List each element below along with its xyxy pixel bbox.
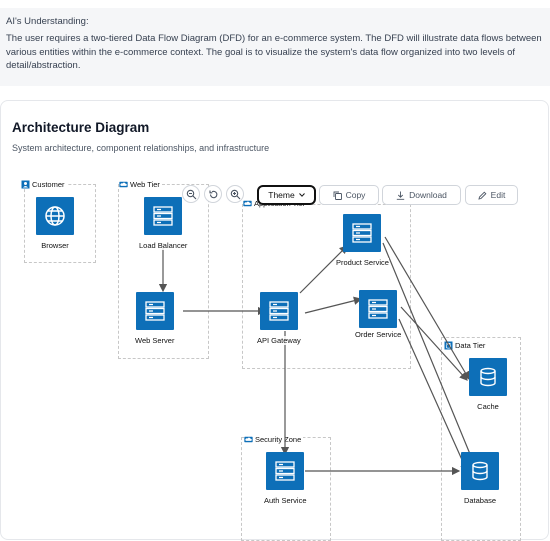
cloud-icon bbox=[119, 180, 128, 189]
server-icon bbox=[266, 452, 305, 490]
edge-order-to-cache bbox=[400, 306, 468, 381]
pencil-icon bbox=[478, 191, 487, 200]
download-icon bbox=[396, 191, 405, 200]
zone-label-security: Security Zone bbox=[244, 435, 304, 444]
edge-order-to-database bbox=[398, 318, 468, 473]
zone-label-customer: Customer bbox=[21, 180, 67, 189]
globe-icon bbox=[36, 197, 74, 235]
ai-understanding-panel: AI's Understanding: The user requires a … bbox=[0, 8, 550, 86]
copy-icon bbox=[333, 191, 342, 200]
node-web-server[interactable]: Web Server bbox=[135, 292, 175, 345]
node-product-service[interactable]: Product Service bbox=[336, 214, 389, 267]
server-icon bbox=[359, 290, 398, 328]
copy-button[interactable]: Copy bbox=[319, 185, 379, 205]
database-icon bbox=[469, 358, 507, 396]
node-load-balancer[interactable]: Load Balancer bbox=[139, 197, 188, 250]
zoom-in-icon bbox=[230, 189, 240, 199]
edit-button[interactable]: Edit bbox=[465, 185, 518, 205]
download-button[interactable]: Download bbox=[382, 185, 461, 205]
node-order-service[interactable]: Order Service bbox=[355, 290, 402, 339]
ai-understanding-title: AI's Understanding: bbox=[6, 16, 89, 27]
cloud-icon bbox=[243, 199, 252, 208]
server-icon bbox=[343, 214, 382, 252]
zone-label-web-tier: Web Tier bbox=[119, 180, 162, 189]
reset-zoom-button[interactable] bbox=[204, 185, 222, 203]
ai-understanding-text: The user requires a two-tiered Data Flow… bbox=[6, 33, 542, 71]
server-icon bbox=[144, 197, 183, 235]
diagram-edges bbox=[158, 236, 479, 476]
card-subtitle: System architecture, component relations… bbox=[12, 143, 270, 153]
edge-api-to-product bbox=[299, 245, 348, 294]
diagram-canvas[interactable]: Customer Web Tier Application Tier Data … bbox=[1, 171, 550, 541]
node-auth-service[interactable]: Auth Service bbox=[264, 452, 307, 505]
user-icon bbox=[21, 180, 30, 189]
reset-icon bbox=[208, 190, 217, 198]
chevron-down-icon bbox=[298, 193, 305, 197]
edge-product-to-database bbox=[382, 242, 479, 473]
node-cache[interactable]: Cache bbox=[469, 358, 507, 411]
cloud-icon bbox=[244, 435, 253, 444]
zoom-out-icon bbox=[186, 189, 196, 199]
server-icon bbox=[259, 292, 298, 330]
edge-api-to-order bbox=[304, 296, 363, 314]
node-browser[interactable]: Browser bbox=[36, 197, 74, 250]
database-icon bbox=[461, 452, 499, 490]
node-api-gateway[interactable]: API Gateway bbox=[257, 292, 301, 345]
card-title: Architecture Diagram bbox=[12, 120, 150, 135]
node-database[interactable]: Database bbox=[461, 452, 499, 505]
zone-web-tier bbox=[118, 184, 209, 359]
theme-button[interactable]: Theme bbox=[257, 185, 316, 205]
edge-product-to-cache bbox=[384, 236, 470, 381]
server-icon bbox=[135, 292, 174, 330]
zoom-in-button[interactable] bbox=[226, 185, 244, 203]
architecture-diagram-card: Architecture Diagram System architecture… bbox=[0, 100, 550, 541]
zoom-out-button[interactable] bbox=[182, 185, 200, 203]
